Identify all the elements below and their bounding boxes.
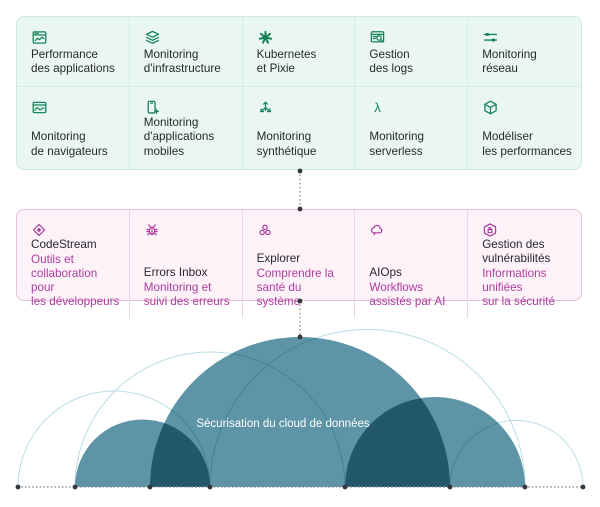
svg-text:λ: λ [375, 100, 382, 115]
teal-domes [75, 337, 525, 487]
mobile-plus-icon [144, 99, 161, 116]
capability-label: Monitoring réseau [482, 47, 537, 75]
capability-mobile[interactable]: Monitoring d'applications mobiles [130, 87, 243, 169]
capability-label: Monitoring serverless [369, 130, 424, 158]
capability-kubernetes-pixie[interactable]: Kubernetes et Pixie [242, 17, 356, 88]
tool-title: AIOps [369, 266, 402, 280]
tool-subtitle: Informations unifiées sur la sécurité [482, 267, 555, 309]
browser-wave-icon [31, 99, 48, 116]
capability-network[interactable]: Monitoring réseau [468, 17, 581, 88]
capability-model-performance[interactable]: Modéliser les performances [468, 87, 581, 169]
capability-logs[interactable]: Gestion des logs [355, 17, 469, 88]
codestream-diamond-icon [31, 222, 47, 238]
aiops-brain-icon [369, 222, 385, 238]
tool-title: Explorer [256, 252, 301, 266]
capability-label: Monitoring d'applications mobiles [143, 116, 215, 158]
serverless-lambda-icon: λ [369, 99, 386, 116]
capability-serverless[interactable]: λ Monitoring serverless [355, 87, 469, 169]
capability-label: Gestion des logs [369, 47, 413, 75]
tool-aiops[interactable]: AIOps Workflows assistés par AI [355, 210, 469, 319]
outline-arcs [17, 329, 584, 488]
tool-errors-inbox[interactable]: Errors Inbox Monitoring et suivi des err… [130, 210, 243, 319]
model-cube-icon [482, 99, 499, 116]
capability-label: Modéliser les performances [482, 130, 572, 158]
tool-subtitle: Comprendre la santé du système [256, 267, 334, 309]
capability-label: Monitoring de navigateurs [31, 130, 108, 158]
kubernetes-wheel-icon [257, 29, 274, 46]
tool-title: Errors Inbox [143, 266, 208, 280]
tool-text: Explorer Comprendre la santé du système [257, 252, 347, 310]
capability-label: Monitoring d'infrastructure [143, 47, 221, 75]
tool-vulnerability-management[interactable]: Gestion des vulnérabilités Informations … [468, 210, 581, 318]
capability-browser[interactable]: Monitoring de navigateurs [17, 87, 130, 169]
infrastructure-layers-icon [144, 29, 161, 46]
tool-codestream[interactable]: CodeStream Outils et collaboration pour … [17, 210, 130, 319]
bug-icon [144, 222, 160, 238]
synthetic-arrows-icon [257, 99, 274, 116]
capability-label: Monitoring synthétique [256, 130, 317, 158]
tool-text: AIOps Workflows assistés par AI [369, 266, 445, 310]
tool-text: Errors Inbox Monitoring et suivi des err… [144, 266, 230, 310]
tool-text: Gestion des vulnérabilités Informations … [482, 238, 573, 310]
capability-synthetics[interactable]: Monitoring synthétique [243, 87, 356, 169]
explorer-circles-icon [257, 222, 273, 238]
tool-subtitle: Workflows assistés par AI [369, 281, 446, 309]
tool-explorer[interactable]: Explorer Comprendre la santé du système [243, 210, 356, 319]
capability-label: Performance des applications [31, 47, 115, 75]
apm-window-chart-icon [31, 29, 48, 46]
capability-infrastructure[interactable]: Monitoring d'infrastructure [129, 17, 243, 88]
network-sliders-icon [482, 29, 499, 46]
observability-card: Performance des applications Monitoring … [16, 16, 582, 170]
data-cloud-label: Sécurisation du cloud de données [196, 418, 370, 430]
logs-search-icon [369, 29, 386, 46]
capability-performance-applications[interactable]: Performance des applications [17, 17, 130, 88]
tool-text: CodeStream Outils et collaboration pour … [31, 238, 121, 310]
tool-title: CodeStream [31, 238, 97, 251]
tool-subtitle: Monitoring et suivi des erreurs [143, 281, 230, 309]
tools-card: CodeStream Outils et collaboration pour … [16, 209, 582, 319]
capability-label: Kubernetes et Pixie [256, 47, 317, 75]
tool-title: Gestion des vulnérabilités [482, 238, 551, 266]
shield-lock-hexagon-icon [482, 222, 498, 238]
tool-subtitle: Outils et collaboration pour les dévelop… [31, 253, 120, 309]
